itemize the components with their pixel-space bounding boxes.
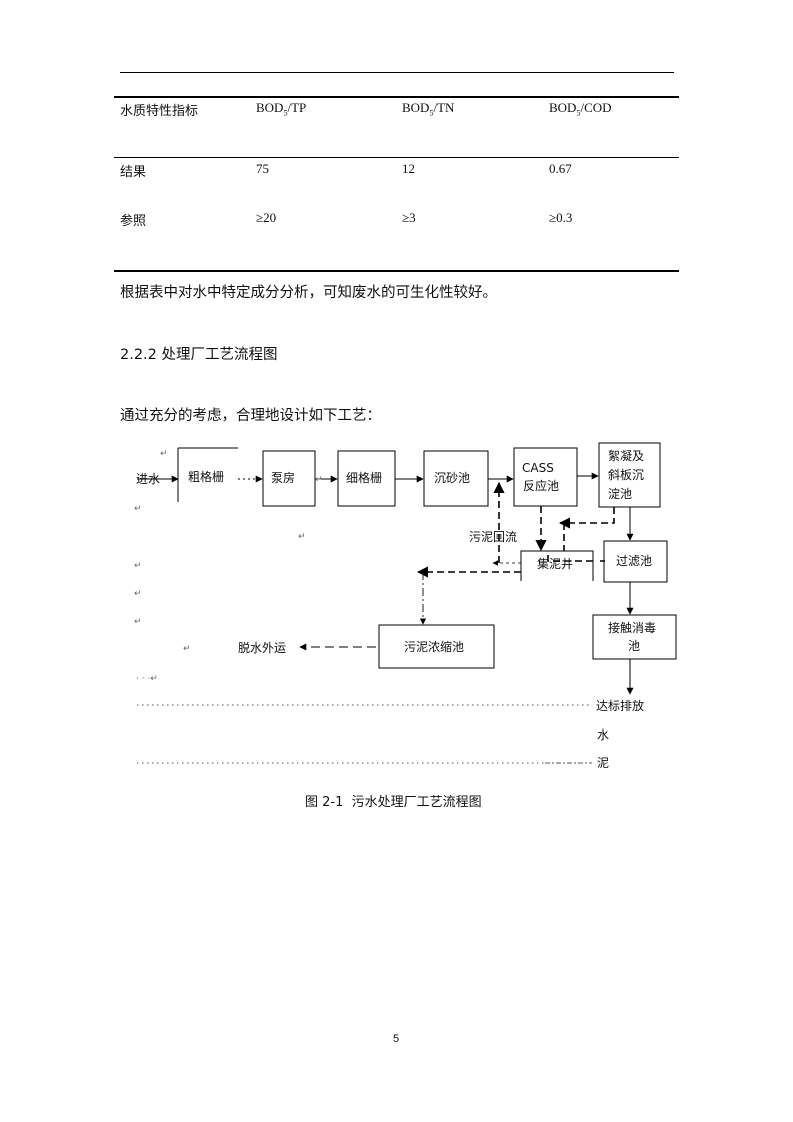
- table-bottom-rule: [114, 270, 679, 272]
- discharge-label: 达标排放: [596, 698, 644, 713]
- table-header-bod-tp: BOD5/TP: [256, 100, 307, 118]
- table-top-rule: [114, 96, 679, 98]
- page-top-rule: [120, 72, 674, 73]
- table-header-bod-cod: BOD5/COD: [549, 100, 612, 118]
- table-header-label: 水质特性指标: [120, 104, 199, 119]
- svg-text:↵: ↵: [134, 561, 142, 571]
- table-row-result-cod: 0.67: [549, 161, 572, 176]
- flocculation-label-line1: 絮凝及: [608, 448, 644, 463]
- cass-reactor-box: [513, 447, 578, 507]
- svg-text:↵: ↵: [315, 475, 323, 485]
- pump-label: 泵房: [271, 470, 295, 485]
- inflow-label: 进水: [136, 472, 160, 486]
- cass-label-line2: 反应池: [523, 478, 559, 493]
- svg-text:↵: ↵: [134, 617, 142, 627]
- flocculation-label-line3: 淀池: [608, 487, 632, 501]
- svg-text:↵: ↵: [183, 644, 191, 654]
- table-row-result-tn: 12: [402, 161, 415, 176]
- intro-text: 通过充分的考虑，合理地设计如下工艺：: [120, 408, 381, 424]
- coarse-screen-box: [177, 447, 238, 502]
- paragraph-marks: ↵ ↵ ↵ ↵ ↵ ↵ ↵ · · ·↵ ↵: [134, 449, 323, 684]
- svg-text:↵: ↵: [134, 589, 142, 599]
- disinfection-box: [592, 614, 677, 660]
- water-legend-label: 水: [597, 728, 609, 742]
- table-row-reference-tp: ≥20: [256, 210, 277, 225]
- thickener-box: [378, 624, 495, 669]
- coarse-screen-label: 粗格栅: [188, 469, 224, 484]
- page-number: 5: [393, 1033, 400, 1045]
- disinfection-label-line1: 接触消毒: [608, 620, 656, 635]
- cass-label-line1: CASS: [522, 461, 554, 475]
- table-row-reference-cod: ≥0.3: [549, 210, 573, 225]
- grit-chamber-label: 沉砂池: [434, 471, 470, 485]
- fine-screen-label: 细格栅: [346, 470, 382, 485]
- figure-caption: 图 2-1 污水处理厂工艺流程图: [305, 795, 482, 810]
- table-row-result-tp: 75: [256, 161, 269, 176]
- thickener-label: 污泥浓缩池: [404, 639, 464, 654]
- table-header-rule: [114, 157, 679, 158]
- sludge-return-label: 污泥回流: [469, 530, 517, 544]
- sludge-well-box: [520, 550, 594, 581]
- svg-text:↵: ↵: [160, 449, 168, 459]
- svg-text:↵: ↵: [298, 532, 306, 542]
- sludge-legend-label: 泥: [597, 756, 609, 770]
- sludge-well-label: 集泥井: [537, 556, 573, 571]
- section-heading: 2.2.2 处理厂工艺流程图: [120, 347, 278, 363]
- filter-label: 过滤池: [616, 554, 652, 568]
- table-row-reference-label: 参照: [120, 214, 147, 229]
- svg-text:↵: ↵: [134, 504, 142, 514]
- disinfection-label-line2: 池: [628, 639, 640, 653]
- conclusion-text: 根据表中对水中特定成分分析，可知废水的可生化性较好。: [120, 285, 497, 301]
- table-row-reference-tn: ≥3: [402, 210, 416, 225]
- table-row-result-label: 结果: [120, 165, 147, 180]
- flocculation-label-line2: 斜板沉: [608, 468, 644, 482]
- table-header-bod-tn: BOD5/TN: [402, 100, 455, 118]
- svg-text:· · ·↵: · · ·↵: [136, 674, 158, 684]
- dewatering-label: 脱水外运: [238, 640, 286, 655]
